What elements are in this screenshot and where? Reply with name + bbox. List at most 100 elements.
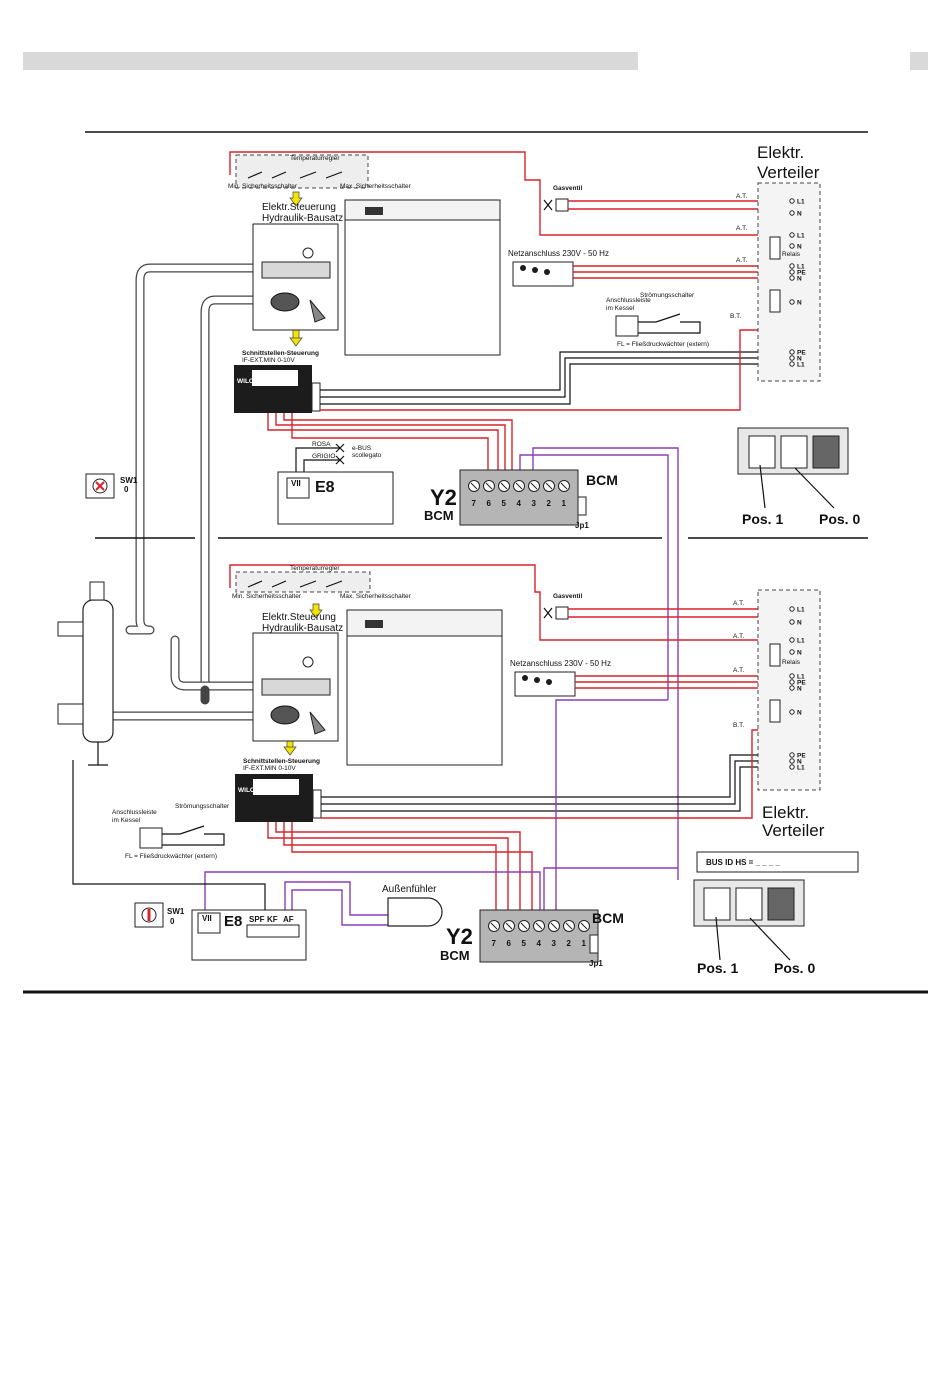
wire-red-b-top <box>275 413 506 478</box>
interface-label-plate <box>253 779 299 795</box>
flow-switch-icon <box>162 825 225 846</box>
wire-purple-e8-bottom <box>204 871 541 918</box>
pos1-label-top: Pos. 1 <box>742 511 783 527</box>
distributor-terminal <box>789 649 795 655</box>
jp1-jumper-bottom <box>589 934 599 954</box>
e8-label-bottom: E8 <box>224 913 242 930</box>
bcm-board-top <box>459 469 579 526</box>
arrow-up-icon <box>289 191 303 207</box>
distributor-terminal <box>789 198 795 204</box>
screw-slot <box>530 482 538 490</box>
distributor-terminal <box>789 637 795 643</box>
connector-pin <box>532 267 538 273</box>
relay-box-1 <box>769 643 781 667</box>
bcm-terminal-number: 7 <box>472 499 477 508</box>
distributor-terminal <box>789 752 795 758</box>
screw-slot <box>490 922 498 930</box>
bcm-terminal-number: 6 <box>507 939 512 948</box>
distributor-terminal <box>789 269 795 275</box>
if-ext-label-b: IF-EXT.MIN 0-10V <box>243 765 296 772</box>
wire-black-1-top <box>320 351 790 391</box>
wire-purple-a-top <box>519 454 669 700</box>
screw-slot <box>500 482 508 490</box>
at-label-1: A.T. <box>736 193 747 200</box>
spf-label: SPF <box>249 915 265 924</box>
pump-icon <box>270 292 300 312</box>
wire-thermostat-bottom <box>229 564 800 641</box>
wire-gas-n-top <box>568 208 790 214</box>
rosa-label: ROSA <box>312 441 331 448</box>
switch-pos0-bottom <box>735 887 763 921</box>
distributor-terminal <box>789 275 795 281</box>
wire-black-2-top <box>320 357 790 398</box>
steuerung-label-2: Hydraulik-Bausatz <box>262 213 343 224</box>
header-bar <box>23 52 638 70</box>
at-label-2-b: A.T. <box>733 633 744 640</box>
anschluss-label-1-b: Anschlussleiste <box>112 809 157 816</box>
bus-id-box <box>696 851 859 873</box>
bcm-terminal-number: 7 <box>492 939 497 948</box>
bcm-terminal-number: 1 <box>582 939 587 948</box>
distributor-terminal <box>789 679 795 685</box>
air-vent-icon <box>89 581 105 601</box>
wilo-logo-b: WILO <box>238 787 255 794</box>
wire-black-sensor <box>72 760 266 918</box>
if-ext-label: IF-EXT.MIN 0-10V <box>242 357 295 364</box>
vii-terminal-top <box>286 477 310 499</box>
verteiler-label-1: Elektr. <box>757 143 804 162</box>
screw-slot <box>505 922 513 930</box>
hydraulic-separator <box>82 599 114 743</box>
bcm-terminal-number: 4 <box>537 939 542 948</box>
pos0-label-top: Pos. 0 <box>819 511 860 527</box>
wire-red-b-bottom <box>275 822 521 918</box>
distributor-pin-label: N <box>797 686 802 693</box>
sw1-value-bottom: 0 <box>170 917 175 926</box>
bcm-terminal-number: 2 <box>547 499 552 508</box>
hydraulic-valve-icon <box>261 261 331 279</box>
wire-gas-n-bottom <box>568 616 790 623</box>
distributor-terminal <box>789 243 795 249</box>
gas-valve-box-b <box>555 606 569 620</box>
distributor-pin-label: N <box>797 300 802 307</box>
distributor-pin-label: N <box>797 211 802 218</box>
temp-regler-label: Temperaturregler <box>290 155 340 162</box>
bcm-side-label-bottom: BCM <box>440 948 470 963</box>
bcm-board-bottom <box>479 909 599 963</box>
boiler-display-icon <box>365 207 383 215</box>
aussen-label: Außenfühler <box>382 884 437 895</box>
interface-terminal-strip <box>311 382 321 412</box>
bcm-terminal-number: 5 <box>522 939 527 948</box>
screw-slot <box>470 482 478 490</box>
max-safety-label-b: Max. Sicherheitsschalter <box>340 593 412 600</box>
distributor-pin-label: L1 <box>797 264 805 271</box>
wire-purple-d-bottom <box>555 699 668 918</box>
disconnect-x-icon <box>335 443 345 465</box>
filter-icon <box>309 711 326 735</box>
pos0-label-bottom: Pos. 0 <box>774 960 815 976</box>
switch-block-top <box>812 435 840 469</box>
gauge-icon <box>302 656 314 668</box>
ebus-label-2: scollegato <box>352 452 382 459</box>
anschluss-label-2-b: im Kessel <box>112 817 141 824</box>
temperature-controller-box-bottom <box>235 571 371 593</box>
distributor-pin-label: PE <box>797 753 806 760</box>
flow-switch-icon <box>638 313 701 334</box>
schnitt-label-b: Schnittstellen-Steuerung <box>243 758 320 765</box>
distributor-pin-label: L1 <box>797 233 805 240</box>
distributor-pin-label: PE <box>797 680 806 687</box>
distributor-terminal <box>789 299 795 305</box>
distributor-terminal <box>789 349 795 355</box>
kf-label: KF <box>267 915 278 924</box>
grigio-label: GRIGIO <box>312 453 335 460</box>
connector-pin <box>534 677 540 683</box>
connector-pin <box>544 269 550 275</box>
distributor-terminal <box>789 758 795 764</box>
wire-red-c-top <box>283 413 513 478</box>
steuerung-label-1: Elektr.Steuerung <box>262 202 336 213</box>
jp1-label-top: Jp1 <box>575 521 589 530</box>
